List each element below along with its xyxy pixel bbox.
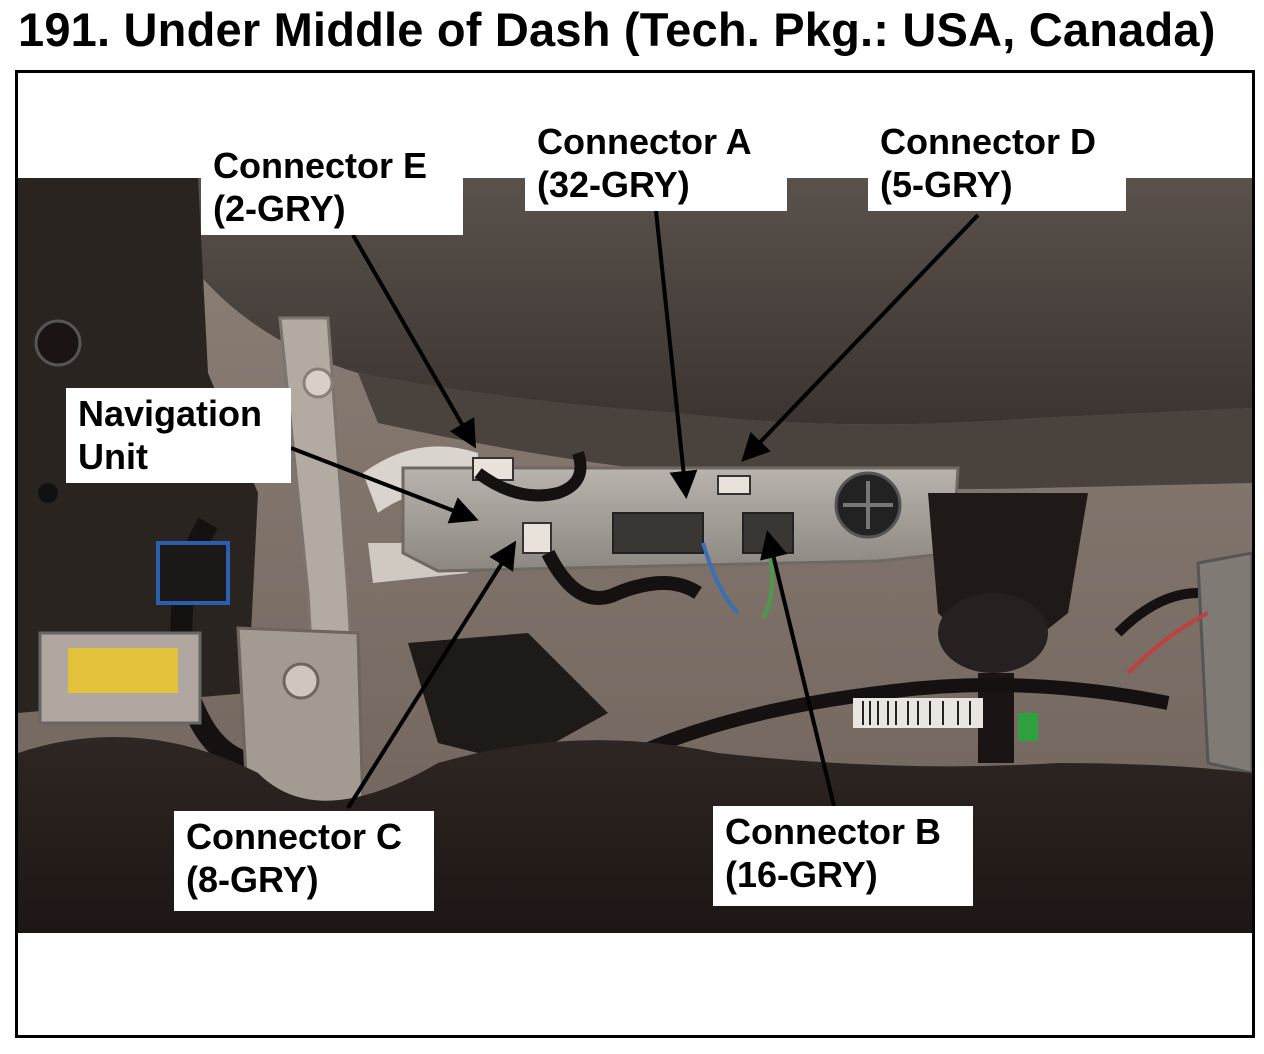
callout-arrows (290, 210, 980, 810)
label-connector-b-spec: (16-GRY) (725, 854, 878, 895)
label-connector-b-name: Connector B (725, 811, 941, 852)
label-connector-b: Connector B (16-GRY) (713, 806, 973, 906)
label-connector-d-name: Connector D (880, 121, 1096, 162)
label-connector-a-name: Connector A (537, 121, 752, 162)
arrow-connector-c (346, 540, 517, 810)
label-connector-c-name: Connector C (186, 816, 402, 857)
label-connector-c: Connector C (8-GRY) (174, 811, 434, 911)
arrow-connector-a (654, 210, 698, 499)
label-connector-d: Connector D (5-GRY) (868, 116, 1126, 211)
label-connector-c-spec: (8-GRY) (186, 859, 319, 900)
photo-frame: Connector E (2-GRY) Connector A (32-GRY)… (15, 70, 1255, 1038)
arrow-connector-d (741, 213, 980, 462)
label-connector-a-spec: (32-GRY) (537, 164, 690, 205)
page-title: 191. Under Middle of Dash (Tech. Pkg.: U… (18, 3, 1216, 56)
label-navigation-unit-line1: Navigation (78, 393, 263, 434)
label-navigation-unit-line2: Unit (78, 436, 148, 477)
label-connector-e-name: Connector E (213, 145, 428, 186)
arrow-navigation-unit (290, 446, 479, 524)
under-dash-photo (18, 73, 1252, 1035)
arrow-connector-e (351, 234, 476, 449)
label-connector-a: Connector A (32-GRY) (525, 116, 787, 211)
label-connector-d-spec: (5-GRY) (880, 164, 1013, 205)
label-connector-e-spec: (2-GRY) (213, 188, 346, 229)
label-navigation-unit: Navigation Unit (66, 388, 291, 483)
arrow-connector-b (760, 530, 836, 807)
label-connector-e: Connector E (2-GRY) (201, 140, 463, 235)
